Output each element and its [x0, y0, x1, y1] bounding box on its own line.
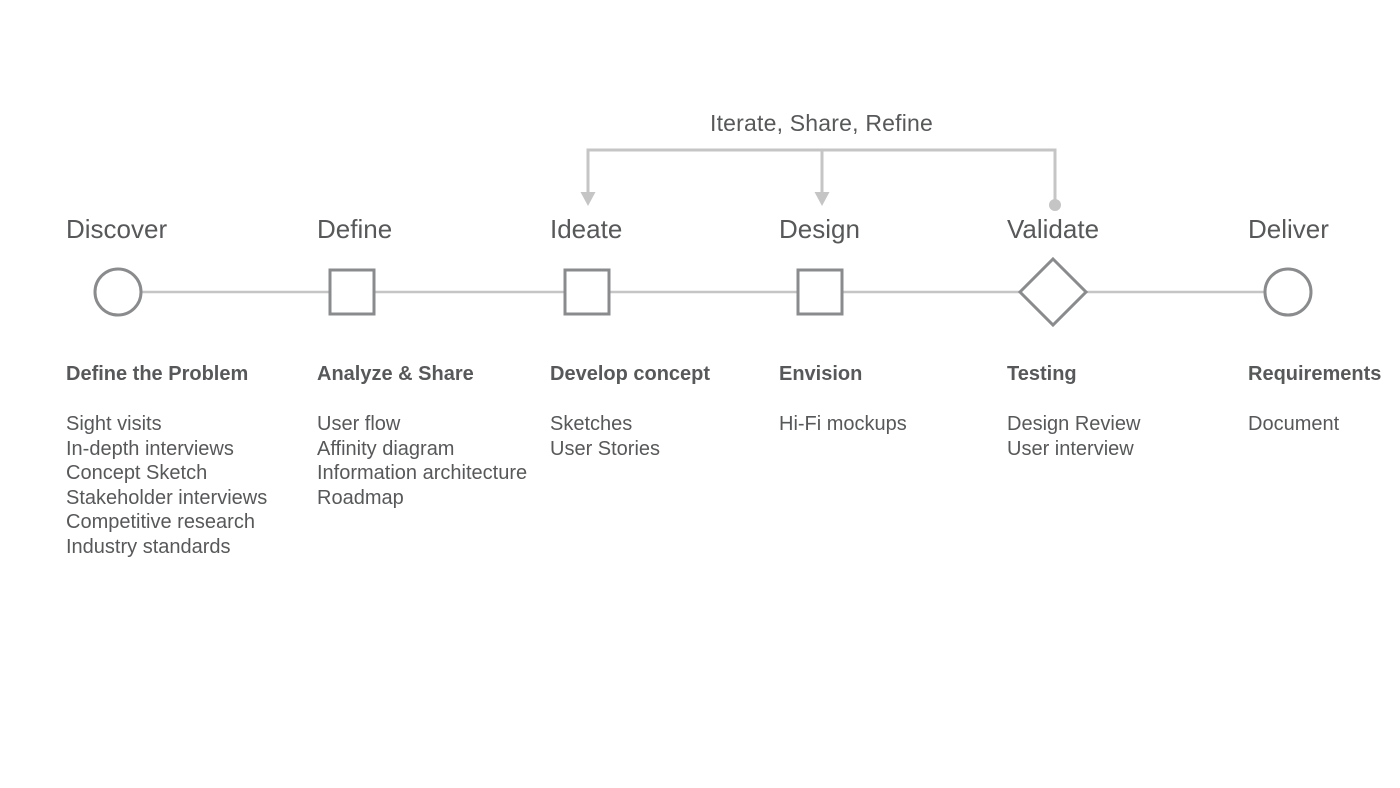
stage-column-discover: Discover Define the Problem Sight visits…	[66, 0, 316, 788]
stage-label: Ideate	[550, 214, 623, 244]
arrow-down-design-icon	[814, 192, 830, 206]
stage-column-ideate: Ideate Develop concept Sketches User Sto…	[550, 0, 778, 788]
stage-item: User interview	[1007, 437, 1134, 460]
stage-label: Design	[779, 214, 860, 244]
stage-shape-ideate-square	[563, 268, 611, 316]
stage-item: Document	[1248, 413, 1340, 435]
stage-item: Sketches	[550, 413, 633, 435]
stage-item: Affinity diagram	[317, 437, 455, 460]
stage-item-list: Sketches User Stories	[550, 412, 660, 461]
stage-item: Stakeholder interviews	[66, 486, 268, 509]
stage-item: Sight visits	[66, 413, 162, 435]
stage-item-list: Design Review User interview	[1007, 412, 1140, 461]
stage-label: Validate	[1007, 214, 1100, 244]
stage-subtitle: Define the Problem	[66, 363, 249, 385]
stage-item: In-depth interviews	[66, 437, 234, 460]
stage-item: User Stories	[550, 437, 661, 460]
stage-item: Design Review	[1007, 413, 1141, 435]
iterate-banner-label: Iterate, Share, Refine	[709, 110, 934, 136]
stage-item: Roadmap	[317, 486, 404, 509]
stage-shape-discover-circle	[93, 267, 143, 317]
stage-shape-design-square	[796, 268, 844, 316]
stage-subtitle: Envision	[779, 363, 863, 385]
stage-label: Define	[317, 214, 393, 244]
stage-item: Concept Sketch	[66, 462, 208, 485]
stage-item: Industry standards	[66, 535, 231, 558]
stage-shape-deliver-circle	[1263, 267, 1313, 317]
stage-item: Competitive research	[66, 511, 255, 534]
stage-subtitle: Requirements	[1248, 363, 1382, 385]
arrow-down-ideate-icon	[580, 192, 596, 206]
stage-label: Discover	[66, 214, 168, 244]
stage-subtitle: Analyze & Share	[317, 363, 474, 385]
stage-column-deliver: Deliver Requirements Document	[1248, 0, 1398, 788]
stage-item: Hi-Fi mockups	[779, 413, 907, 435]
stage-item-list: User flow Affinity diagram Information a…	[317, 412, 527, 510]
dot-endpoint-validate-icon	[1049, 199, 1061, 211]
stage-subtitle: Testing	[1007, 363, 1077, 385]
stage-label: Deliver	[1248, 214, 1329, 244]
stage-subtitle: Develop concept	[550, 363, 711, 385]
stage-item-list: Hi-Fi mockups	[779, 412, 907, 437]
stage-item-list: Document	[1248, 412, 1339, 437]
stage-column-design: Design Envision Hi-Fi mockups	[779, 0, 1006, 788]
stage-item: Information architecture	[317, 462, 528, 485]
stage-shape-define-square	[328, 268, 376, 316]
stage-shape-validate-diamond	[1017, 256, 1089, 328]
stage-column-define: Define Analyze & Share User flow Affinit…	[317, 0, 549, 788]
stage-item: User flow	[317, 413, 401, 435]
iterate-bracket	[580, 148, 1061, 211]
stage-item-list: Sight visits In-depth interviews Concept…	[66, 412, 267, 560]
stage-column-validate: Validate Testing Design Review User inte…	[1007, 0, 1247, 788]
